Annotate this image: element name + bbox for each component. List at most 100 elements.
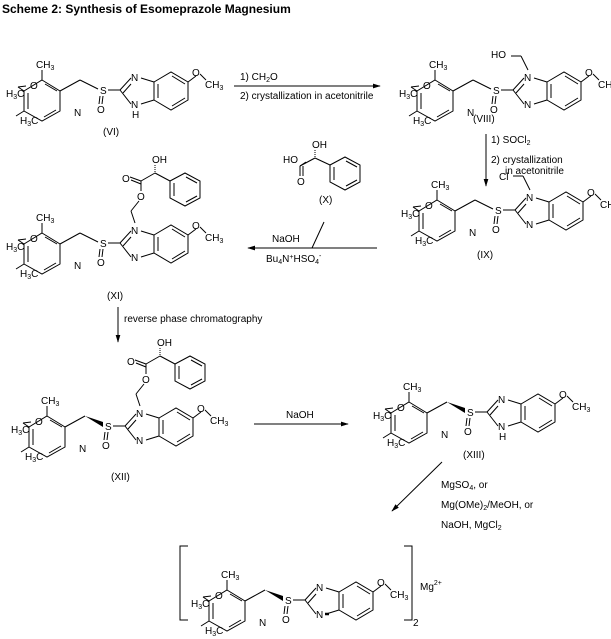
atom-ch3: CH3 <box>390 590 408 602</box>
compound-XIII: S O N N H N CH3 O H3C H3C O CH3 (XIII) <box>373 382 590 461</box>
atom-oh: OH <box>152 155 167 166</box>
atom-o: O <box>102 441 110 452</box>
compound-label: (IX) <box>477 250 493 261</box>
atom-ch3: CH3 <box>210 416 228 428</box>
atom-s: S <box>493 86 500 97</box>
atom-s: S <box>467 408 474 419</box>
compound-final: 2 Mg2+ S O N N N CH3 O H3C H3C O CH3 <box>179 545 442 638</box>
atom-ch3: CH3 <box>36 60 54 72</box>
compound-label: (XI) <box>107 291 123 302</box>
atom-n: N <box>259 618 266 629</box>
atom-n: N <box>74 261 81 272</box>
arrow-step-2: 1) SOCl2 2) crystallization in acetonitr… <box>483 134 564 187</box>
atom-h3c: H3C <box>20 269 38 281</box>
atom-ch3: CH3 <box>205 80 223 92</box>
step6-line2: Mg(OMe)2/MeOH, or <box>441 500 534 512</box>
atom-o: O <box>192 68 200 79</box>
atom-ch3: CH3 <box>572 402 590 414</box>
atom-s: S <box>105 422 112 433</box>
arrow-step-6: MgSO4, or Mg(OMe)2/MeOH, or NaOH, MgCl2 <box>391 461 534 532</box>
atom-s: S <box>285 596 292 607</box>
atom-n: N <box>498 422 505 433</box>
atom-h3c: H3C <box>415 236 433 248</box>
atom-ch3: CH3 <box>41 396 59 408</box>
arrow-step-5: NaOH <box>254 410 349 427</box>
atom-cl: Cl <box>499 172 508 183</box>
bracket-right <box>404 545 413 621</box>
atom-h3c: H3C <box>399 89 417 101</box>
atom-n: N <box>467 108 474 119</box>
mg-ion: Mg2+ <box>420 580 442 593</box>
bracket-count: 2 <box>413 618 419 629</box>
compound-IX: S O N N Cl N CH3 O H3C H3C O CH3 (IX) <box>401 172 611 261</box>
atom-ch3: CH3 <box>205 233 223 245</box>
step6-line3: NaOH, MgCl2 <box>441 520 502 532</box>
arrow-step-4: reverse phase chromatography <box>115 307 262 343</box>
step6-line1: MgSO4, or <box>441 480 488 492</box>
atom-s: S <box>100 86 107 97</box>
atom-oh: OH <box>312 140 327 151</box>
atom-h3c: H3C <box>401 209 419 221</box>
atom-h3c: H3C <box>6 89 24 101</box>
atom-o: O <box>30 81 38 92</box>
atom-n: N <box>131 73 138 84</box>
atom-n: N <box>524 100 531 111</box>
atom-h3c: H3C <box>387 438 405 450</box>
atom-o: O <box>490 105 498 116</box>
atom-o: O <box>30 234 38 245</box>
atom-h: H <box>132 110 139 121</box>
atom-ch3: CH3 <box>221 570 239 582</box>
atom-o: O <box>559 390 567 401</box>
step2-line1: 1) SOCl2 <box>491 135 531 147</box>
atom-o: O <box>35 417 43 428</box>
atom-n: N <box>131 253 138 264</box>
atom-o: O <box>425 201 433 212</box>
atom-n: N <box>74 108 81 119</box>
step2-line3: in acetonitrile <box>505 166 564 177</box>
compound-VIII: S O N N HO N CH3 O H3C H3C O CH3 (VIII) <box>399 50 611 128</box>
atom-o: O <box>282 615 290 626</box>
atom-n: N <box>131 226 138 237</box>
compound-label: (X) <box>319 195 332 206</box>
atom-h3c: H3C <box>6 242 24 254</box>
step1-line1: 1) CH2O <box>240 72 278 84</box>
atom-o: O <box>377 578 385 589</box>
atom-o: O <box>585 68 593 79</box>
atom-oh: OH <box>157 338 172 349</box>
atom-o: O <box>97 105 105 116</box>
step5-line1: NaOH <box>286 410 314 421</box>
scheme-title: Scheme 2: Synthesis of Esomeprazole Magn… <box>2 2 291 16</box>
compound-label: (VIII) <box>473 114 495 125</box>
compound-X: OH HO O (X) <box>283 140 361 206</box>
step2-line2: 2) crystallization <box>491 155 563 166</box>
atom-n: N <box>131 100 138 111</box>
atom-o: O <box>297 177 305 188</box>
atom-h: H <box>499 432 506 443</box>
atom-ch3: CH3 <box>403 382 421 394</box>
atom-h3c: H3C <box>11 425 29 437</box>
atom-h3c: H3C <box>205 626 223 638</box>
atom-ch3: CH3 <box>36 213 54 225</box>
atom-n: N <box>441 430 448 441</box>
atom-o: O <box>192 221 200 232</box>
atom-n: N <box>469 228 476 239</box>
atom-n: N <box>79 444 86 455</box>
atom-h3c: H3C <box>20 116 38 128</box>
atom-ho: HO <box>491 50 506 61</box>
compound-label: (VI) <box>103 127 119 138</box>
atom-h3c: H3C <box>413 116 431 128</box>
atom-o: O <box>215 591 223 602</box>
step3-line2: Bu4N+HSO4- <box>266 253 322 266</box>
atom-n: N <box>316 610 323 621</box>
compound-label: (XIII) <box>463 450 485 461</box>
atom-ch3: CH3 <box>600 200 611 212</box>
atom-h3c: H3C <box>191 599 209 611</box>
bracket-left <box>179 545 188 621</box>
atom-o: O <box>423 81 431 92</box>
atom-n: N <box>136 409 143 420</box>
atom-n: N <box>526 220 533 231</box>
atom-o: O <box>122 174 130 185</box>
atom-o: O <box>142 375 150 386</box>
atom-o: O <box>587 188 595 199</box>
